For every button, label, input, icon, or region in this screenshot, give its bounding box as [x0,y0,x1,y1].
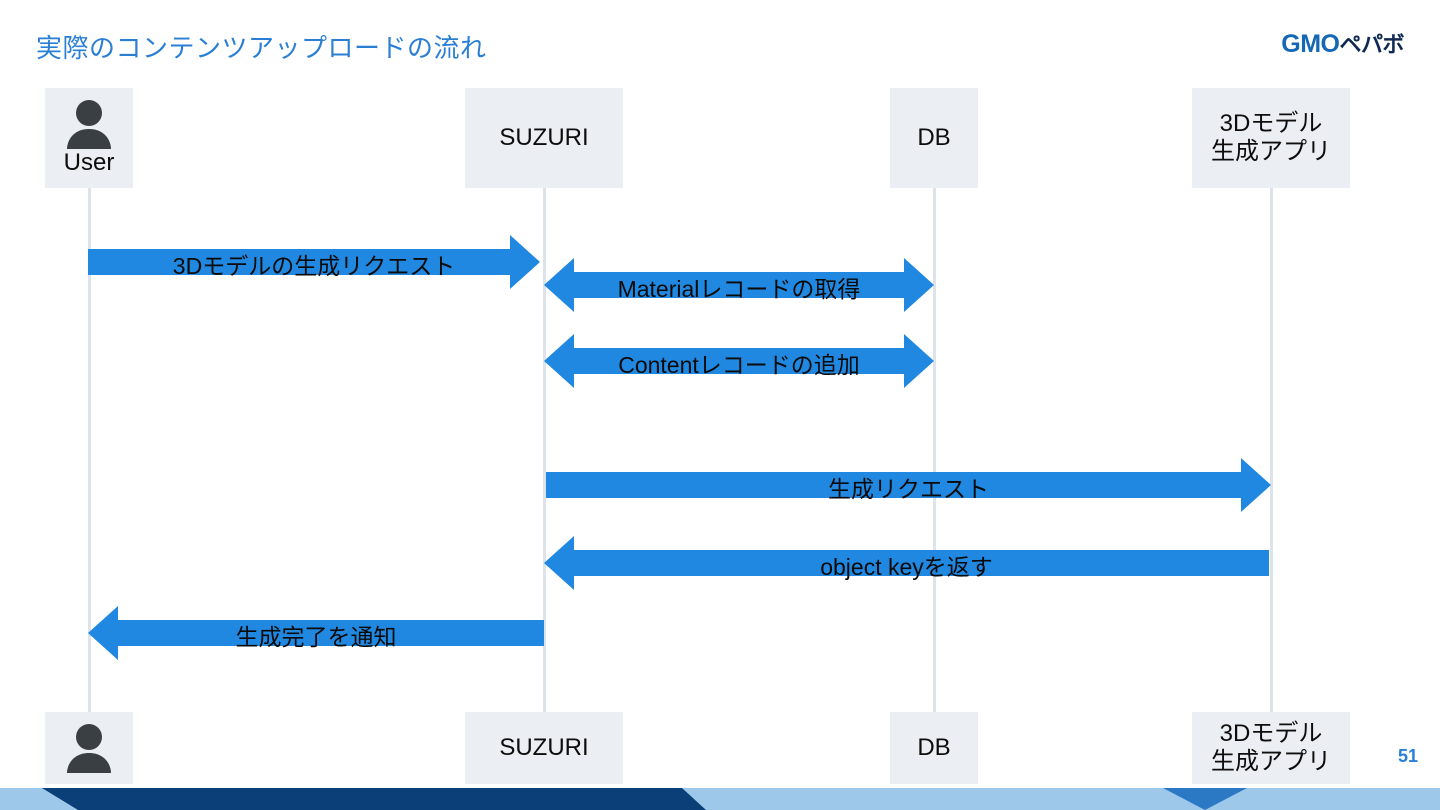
msg-material-fetch[interactable]: Materialレコードの取得 [544,258,934,312]
page-title: 実際のコンテンツアップロードの流れ [36,33,487,63]
participant-label: SUZURI [499,123,589,151]
user-avatar-icon [67,99,111,149]
lifeline-db [933,188,936,712]
participant-suzuri[interactable]: SUZURI [465,88,623,188]
arrow-shape [544,258,934,312]
footer-navy-trapezoid [42,788,706,810]
arrow-shape [546,458,1271,512]
participant-user-b[interactable] [45,712,133,784]
participant-suzuri-b[interactable]: SUZURI [465,712,623,784]
footer-blue-triangle [1163,788,1247,810]
participant-user[interactable]: User [45,88,133,188]
gmo-pepabo-logo: GMOペパボ [1281,32,1404,57]
lifeline-suzuri [543,188,546,712]
participant-label: DB [917,123,951,151]
participant-label: 3Dモデル生成アプリ [1211,109,1331,165]
logo-pepabo-text: ペパボ [1339,32,1404,57]
participant-label: DB [917,733,951,761]
page-number: 51 [1397,746,1418,766]
msg-object-key[interactable]: object keyを返す [544,536,1269,590]
arrow-shape [544,536,1269,590]
arrow-shape [88,606,544,660]
participant-app3d[interactable]: 3Dモデル生成アプリ [1192,88,1350,188]
msg-generate-request[interactable]: 生成リクエスト [546,458,1271,512]
msg-content-add[interactable]: Contentレコードの追加 [544,334,934,388]
participant-label: User [63,148,115,176]
participant-app3d-b[interactable]: 3Dモデル生成アプリ [1192,712,1350,784]
lifeline-app3d [1270,188,1273,712]
participant-db[interactable]: DB [890,88,978,188]
participant-label: 3Dモデル生成アプリ [1211,719,1331,775]
participant-db-b[interactable]: DB [890,712,978,784]
msg-notify-complete[interactable]: 生成完了を通知 [88,606,544,660]
msg-3d-request[interactable]: 3Dモデルの生成リクエスト [88,235,540,289]
lifeline-user [88,188,91,712]
logo-gmo-text: GMO [1281,30,1340,58]
footer-decoration-band [0,788,1440,810]
participant-label: SUZURI [499,733,589,761]
user-avatar-icon [67,724,111,773]
arrow-shape [88,235,540,289]
footer-shapes-svg [0,788,1440,810]
arrow-shape [544,334,934,388]
